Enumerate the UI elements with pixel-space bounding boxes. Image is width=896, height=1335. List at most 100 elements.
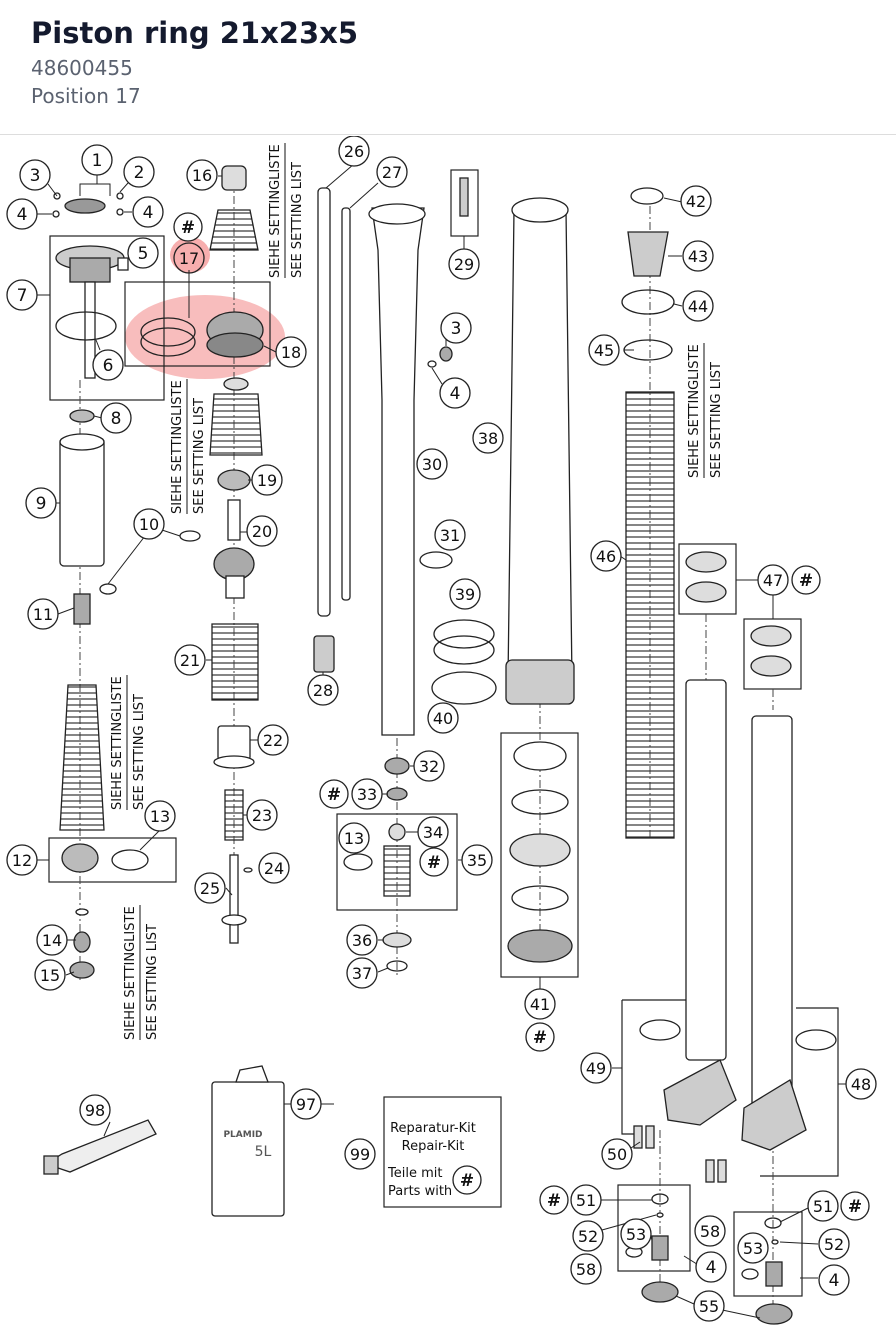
callout-2: 2 bbox=[123, 156, 155, 188]
callout-45: 45 bbox=[588, 334, 620, 366]
callout-41: 41 bbox=[524, 988, 556, 1020]
callout-label: 17 bbox=[179, 249, 199, 268]
callout-circle bbox=[818, 1228, 850, 1260]
callout-3: 3 bbox=[19, 159, 51, 191]
callout-label: 55 bbox=[699, 1297, 719, 1316]
setting-note-en: SEE SETTING LIST bbox=[145, 924, 160, 1040]
hash-marker: # bbox=[452, 1165, 482, 1195]
callout-circle bbox=[807, 1190, 839, 1222]
setting-note-de: SIEHE SETTINGLISTE bbox=[123, 906, 138, 1040]
leader-lines bbox=[36, 163, 848, 1319]
callout-38: 38 bbox=[472, 422, 504, 454]
callout-label: 32 bbox=[419, 757, 439, 776]
hash-label: # bbox=[848, 1197, 862, 1217]
callout-label: 98 bbox=[85, 1101, 105, 1120]
callout-circle bbox=[588, 334, 620, 366]
callout-label: 51 bbox=[576, 1191, 596, 1210]
setting-note-en: SEE SETTING LIST bbox=[290, 162, 305, 278]
hash-marker: # bbox=[840, 1191, 870, 1221]
hash-circle bbox=[452, 1165, 482, 1195]
callout-label: 52 bbox=[824, 1235, 844, 1254]
hash-circle bbox=[840, 1191, 870, 1221]
callout-50: 50 bbox=[601, 1138, 633, 1170]
callout-label: 2 bbox=[134, 163, 145, 183]
callout-4: 4 bbox=[439, 377, 471, 409]
callout-4: 4 bbox=[6, 198, 38, 230]
callout-17: 17 bbox=[173, 242, 205, 274]
callout-52: 52 bbox=[818, 1228, 850, 1260]
callout-circle bbox=[376, 156, 408, 188]
callout-label: 3 bbox=[30, 166, 41, 186]
callout-label: 40 bbox=[433, 709, 453, 728]
repair-kit-line1: Reparatur-Kit bbox=[390, 1121, 476, 1136]
callout-circle bbox=[694, 1215, 726, 1247]
hash-marker: # bbox=[791, 565, 821, 595]
callout-36: 36 bbox=[346, 924, 378, 956]
repair-kit-line4: Parts with bbox=[388, 1184, 452, 1199]
hash-circle bbox=[525, 1022, 555, 1052]
callout-circle bbox=[416, 448, 448, 480]
callout-19: 19 bbox=[251, 464, 283, 496]
callout-label: 50 bbox=[607, 1145, 627, 1164]
callout-48: 48 bbox=[845, 1068, 877, 1100]
callout-circle bbox=[620, 1218, 652, 1250]
callout-27: 27 bbox=[376, 156, 408, 188]
callout-circle bbox=[351, 778, 383, 810]
callout-55: 55 bbox=[693, 1290, 725, 1322]
callout-circle bbox=[434, 519, 466, 551]
callout-10: 10 bbox=[133, 508, 165, 540]
callout-label: 12 bbox=[12, 851, 32, 870]
callout-21: 21 bbox=[174, 644, 206, 676]
callout-circle bbox=[194, 872, 226, 904]
callout-15: 15 bbox=[34, 959, 66, 991]
callout-58: 58 bbox=[570, 1253, 602, 1285]
callout-circle bbox=[417, 816, 449, 848]
callout-label: 15 bbox=[40, 966, 60, 985]
setting-notes: SIEHE SETTINGLISTE SEE SETTING LIST SIEH… bbox=[110, 143, 724, 1040]
callout-circle bbox=[186, 159, 218, 191]
callout-8: 8 bbox=[100, 402, 132, 434]
callout-18: 18 bbox=[275, 336, 307, 368]
callout-circle bbox=[127, 237, 159, 269]
callout-4: 4 bbox=[818, 1264, 850, 1296]
callout-52: 52 bbox=[572, 1220, 604, 1252]
callout-22: 22 bbox=[257, 724, 289, 756]
callout-circle bbox=[427, 702, 459, 734]
setting-note-de: SIEHE SETTINGLISTE bbox=[170, 380, 185, 514]
callout-circle bbox=[25, 487, 57, 519]
callout-label: 41 bbox=[530, 995, 550, 1014]
callout-label: 35 bbox=[467, 851, 487, 870]
callout-44: 44 bbox=[682, 290, 714, 322]
callout-circle bbox=[680, 185, 712, 217]
oil-can-volume: 5L bbox=[255, 1144, 272, 1160]
callout-31: 31 bbox=[434, 519, 466, 551]
callout-label: 1 bbox=[92, 151, 103, 171]
callout-39: 39 bbox=[449, 578, 481, 610]
callout-label: 34 bbox=[423, 823, 443, 842]
callout-label: 6 bbox=[103, 356, 114, 376]
parts bbox=[43, 165, 837, 1325]
callout-circle bbox=[257, 724, 289, 756]
callout-label: 10 bbox=[139, 515, 159, 534]
callout-label: 28 bbox=[313, 681, 333, 700]
callout-circle bbox=[439, 377, 471, 409]
callout-label: 46 bbox=[596, 547, 616, 566]
callout-23: 23 bbox=[246, 799, 278, 831]
callout-circle bbox=[174, 644, 206, 676]
callout-circle bbox=[123, 156, 155, 188]
callout-label: 13 bbox=[150, 807, 170, 826]
callout-3: 3 bbox=[440, 312, 472, 344]
setting-note-en: SEE SETTING LIST bbox=[192, 398, 207, 514]
callout-label: 19 bbox=[257, 471, 277, 490]
callout-label: 21 bbox=[180, 651, 200, 670]
callout-51: 51 bbox=[570, 1184, 602, 1216]
callout-label: 14 bbox=[42, 931, 62, 950]
callout-label: 22 bbox=[263, 731, 283, 750]
callout-circle bbox=[92, 349, 124, 381]
callout-circle bbox=[682, 240, 714, 272]
callout-26: 26 bbox=[338, 136, 370, 167]
callout-label: 29 bbox=[454, 255, 474, 274]
callout-6: 6 bbox=[92, 349, 124, 381]
callout-label: 39 bbox=[455, 585, 475, 604]
callout-25: 25 bbox=[194, 872, 226, 904]
